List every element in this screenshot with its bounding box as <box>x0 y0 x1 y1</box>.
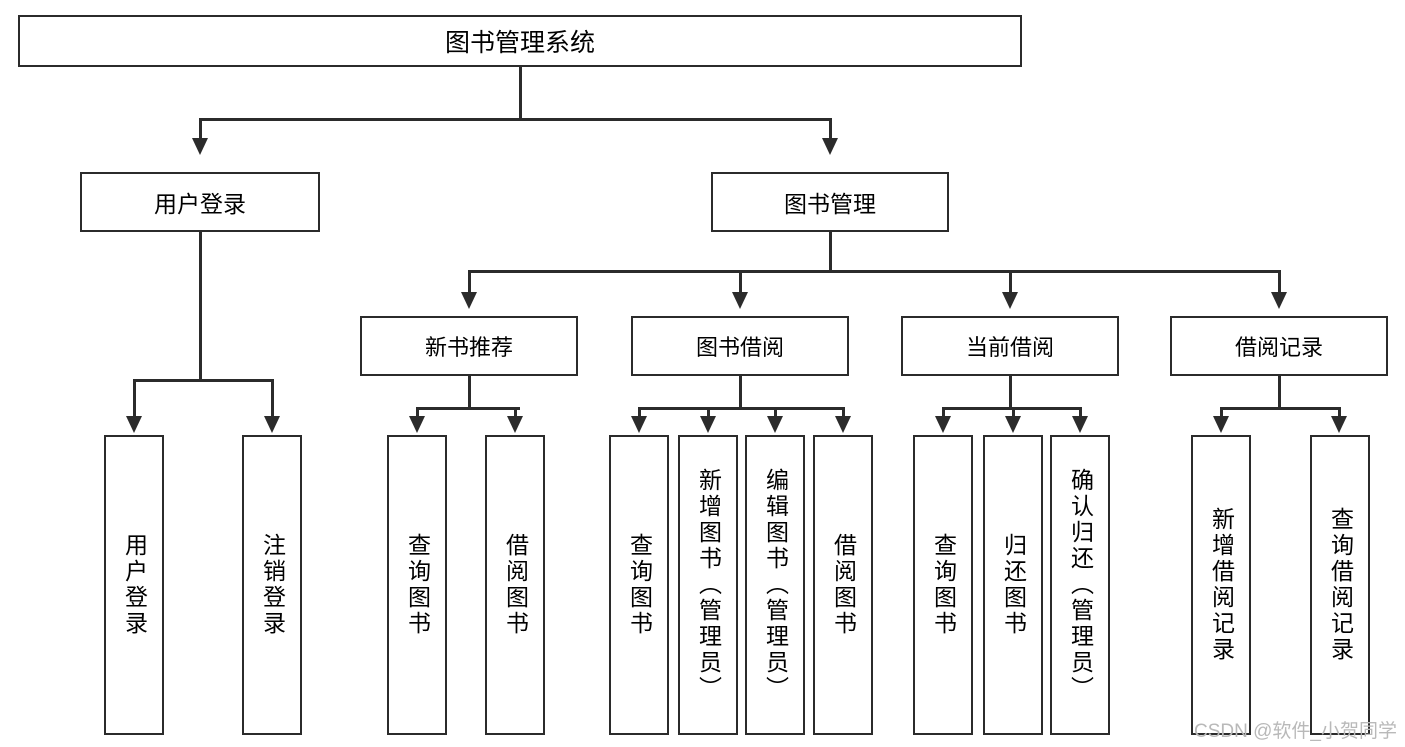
node-label: 注销登录 <box>259 533 286 637</box>
connector-root-stem <box>519 67 522 119</box>
arrow-to-book-borrow <box>732 292 748 309</box>
arrow-to-leaf-query-book-3 <box>935 416 951 433</box>
connector-record-bus <box>1220 407 1340 410</box>
connector-current-stem <box>1009 376 1012 409</box>
connector-current-drop-1 <box>942 407 945 418</box>
connector-borrow-drop-4 <box>842 407 845 418</box>
leaf-query-borrow-record[interactable]: 查询借阅记录 <box>1310 435 1370 735</box>
connector-level2-drop-2 <box>829 118 832 140</box>
arrow-to-leaf-user-login <box>126 416 142 433</box>
arrow-to-leaf-return-book <box>1005 416 1021 433</box>
arrow-to-leaf-add-book <box>700 416 716 433</box>
arrow-to-leaf-logout <box>264 416 280 433</box>
arrow-to-user-login <box>192 138 208 155</box>
arrow-to-leaf-query-book-2 <box>631 416 647 433</box>
connector-book-management-stem <box>829 232 832 271</box>
node-label: 借阅图书 <box>502 533 529 637</box>
node-label: 借阅记录 <box>1234 335 1323 360</box>
node-borrow-record[interactable]: 借阅记录 <box>1170 316 1388 376</box>
arrow-to-book-manage <box>822 138 838 155</box>
node-label: 图书借阅 <box>695 335 784 360</box>
connector-record-stem <box>1278 376 1281 409</box>
arrow-to-leaf-edit-book <box>767 416 783 433</box>
connector-borrow-drop-2 <box>707 407 710 418</box>
node-new-book-recommend[interactable]: 新书推荐 <box>360 316 578 376</box>
node-user-login[interactable]: 用户登录 <box>80 172 320 232</box>
connector-level3-bus <box>468 270 1280 273</box>
node-label: 用户登录 <box>154 191 246 217</box>
connector-recommend-drop-2 <box>514 407 517 418</box>
connector-level3-drop-4 <box>1278 270 1281 294</box>
connector-current-drop-3 <box>1079 407 1082 418</box>
node-label: 图书管理 <box>784 191 876 217</box>
leaf-add-book-admin[interactable]: 新增图书（管理员） <box>678 435 738 735</box>
leaf-logout[interactable]: 注销登录 <box>242 435 302 735</box>
leaf-query-book-current[interactable]: 查询图书 <box>913 435 973 735</box>
arrow-to-leaf-borrow-book-1 <box>507 416 523 433</box>
connector-recommend-bus <box>416 407 520 410</box>
connector-level3-drop-1 <box>468 270 471 294</box>
connector-level2-bus <box>199 118 831 121</box>
node-label: 新书推荐 <box>424 335 513 360</box>
node-label: 确认归还（管理员） <box>1067 468 1094 702</box>
node-label: 当前借阅 <box>965 335 1054 360</box>
connector-user-login-drop-1 <box>133 379 136 418</box>
leaf-query-book-borrow[interactable]: 查询图书 <box>609 435 669 735</box>
node-book-borrow[interactable]: 图书借阅 <box>631 316 849 376</box>
node-root-system[interactable]: 图书管理系统 <box>18 15 1022 67</box>
leaf-edit-book-admin[interactable]: 编辑图书（管理员） <box>745 435 805 735</box>
node-label: 查询借阅记录 <box>1327 507 1354 663</box>
node-book-management[interactable]: 图书管理 <box>711 172 949 232</box>
node-label: 用户登录 <box>121 533 148 637</box>
leaf-user-login[interactable]: 用户登录 <box>104 435 164 735</box>
arrow-to-leaf-add-record <box>1213 416 1229 433</box>
node-current-borrow[interactable]: 当前借阅 <box>901 316 1119 376</box>
node-label: 图书管理系统 <box>444 29 595 57</box>
connector-recommend-drop-1 <box>416 407 419 418</box>
connector-borrow-bus <box>638 407 843 410</box>
node-label: 归还图书 <box>1000 533 1027 637</box>
leaf-return-book[interactable]: 归还图书 <box>983 435 1043 735</box>
connector-borrow-drop-3 <box>774 407 777 418</box>
connector-user-login-bus <box>133 379 273 382</box>
arrow-to-current-borrow <box>1002 292 1018 309</box>
leaf-borrow-book-recommend[interactable]: 借阅图书 <box>485 435 545 735</box>
arrow-to-borrow-record <box>1271 292 1287 309</box>
arrow-to-leaf-borrow-book-2 <box>835 416 851 433</box>
node-label: 查询图书 <box>930 533 957 637</box>
leaf-borrow-book[interactable]: 借阅图书 <box>813 435 873 735</box>
arrow-to-new-book-recommend <box>461 292 477 309</box>
connector-borrow-stem <box>739 376 742 409</box>
arrow-to-leaf-query-book-1 <box>409 416 425 433</box>
node-label: 借阅图书 <box>830 533 857 637</box>
connector-level3-drop-2 <box>739 270 742 294</box>
node-label: 新增图书（管理员） <box>695 468 722 702</box>
connector-recommend-stem <box>468 376 471 409</box>
connector-record-drop-2 <box>1338 407 1341 418</box>
connector-current-drop-2 <box>1012 407 1015 418</box>
arrow-to-leaf-confirm-return <box>1072 416 1088 433</box>
arrow-to-leaf-query-record <box>1331 416 1347 433</box>
connector-borrow-drop-1 <box>638 407 641 418</box>
connector-user-login-drop-2 <box>271 379 274 418</box>
connector-record-drop-1 <box>1220 407 1223 418</box>
node-label: 查询图书 <box>404 533 431 637</box>
connector-level2-drop-1 <box>199 118 202 140</box>
node-label: 新增借阅记录 <box>1208 507 1235 663</box>
node-label: 编辑图书（管理员） <box>762 468 789 702</box>
node-label: 查询图书 <box>626 533 653 637</box>
connector-current-bus <box>942 407 1080 410</box>
leaf-add-borrow-record[interactable]: 新增借阅记录 <box>1191 435 1251 735</box>
connector-user-login-stem <box>199 232 202 380</box>
leaf-query-book-recommend[interactable]: 查询图书 <box>387 435 447 735</box>
leaf-confirm-return-admin[interactable]: 确认归还（管理员） <box>1050 435 1110 735</box>
connector-level3-drop-3 <box>1009 270 1012 294</box>
